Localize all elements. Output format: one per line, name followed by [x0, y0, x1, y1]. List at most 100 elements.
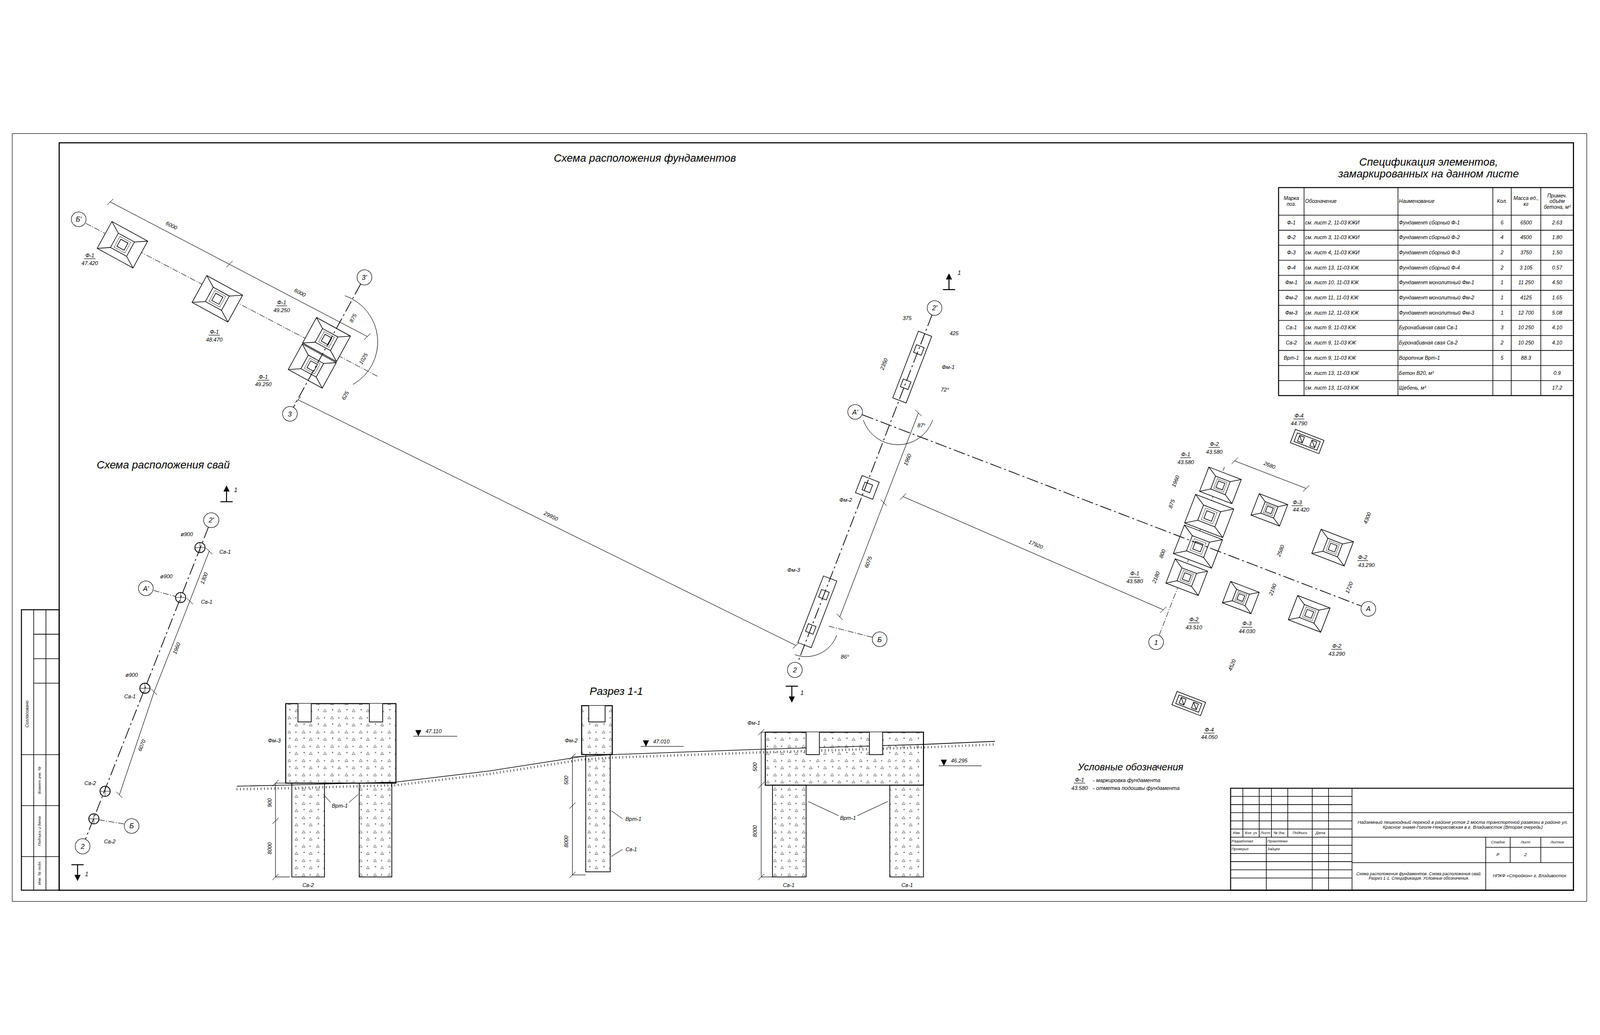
drawing-label: Ф-2 [1331, 643, 1343, 650]
axis-bubble: 3 [282, 406, 298, 422]
foundation-f3 [1250, 493, 1288, 526]
axis-line [862, 414, 1362, 606]
drawing-label: 500 [563, 775, 570, 786]
section-1-1 [585, 754, 611, 873]
axis-line [797, 315, 932, 664]
table-cell-text: Схема расположения фундаментов. Схема ра… [1351, 862, 1486, 891]
foundation-f3 [1222, 581, 1260, 614]
drawing-label: Ф-1 [275, 299, 288, 306]
drawing-label: 47.010 [651, 738, 671, 745]
table-cell-text: 0.9 [1540, 365, 1574, 381]
drawing-label: Фм-1 [940, 364, 956, 371]
drawing-label: 425 [948, 330, 960, 337]
section-1-1 [285, 703, 397, 784]
table-cell-text: см. лист 9, 11-03 КЖ [1303, 335, 1399, 351]
foundation-f2 [1165, 558, 1208, 596]
dimension-lines [1231, 457, 1310, 492]
axis-label: Б' [75, 215, 82, 223]
table-cell-text: 1 [1492, 290, 1511, 306]
drawing-label: 44.420 [1291, 506, 1311, 513]
drawing-label: 43.290 [1327, 650, 1347, 657]
drawing-label: 8000 [563, 834, 570, 849]
drawing-label: 900 [266, 797, 273, 808]
section-1-1 [291, 783, 325, 877]
drawing-label: Фм-2 [563, 737, 579, 744]
axis-bubble: Б [872, 631, 888, 648]
table-cell-text: Фундамент сборный Ф-1 [1398, 215, 1494, 231]
table-cell-text: Зайцев [1266, 845, 1313, 854]
table-cell-text: Ф-3 [1278, 245, 1304, 261]
table-cell-text: 2 [1492, 260, 1511, 276]
table-cell-text: 1.80 [1540, 230, 1574, 246]
foundations [97, 221, 1354, 717]
table-cell-text: Спецификация элементов, замаркированных … [1316, 150, 1541, 187]
dimension-lines [107, 199, 1310, 799]
drawing-label: Св-2 [83, 780, 97, 787]
axis-bubble: Б' [71, 211, 87, 227]
table-cell-text: 4.10 [1540, 335, 1574, 351]
spec-table-frame [1278, 187, 1574, 396]
section-1-1 [805, 732, 883, 755]
title-block-frame [1230, 788, 1574, 891]
drawing-label: Согласовано [25, 699, 30, 729]
foundation-f2 [1288, 595, 1330, 633]
drawing-label: Ф-3 [1241, 621, 1253, 628]
table-cell-text: 1.65 [1540, 290, 1574, 306]
section-1-1 [569, 753, 623, 879]
table-cell-text: 1.50 [1540, 245, 1574, 261]
table-cell-text: Фундамент монолитный Фм-3 [1398, 305, 1494, 321]
table-cell-text: 0.57 [1540, 260, 1574, 276]
drawing-label: Св-1 [200, 599, 214, 605]
table-cell-text: Фундамент монолитный Фм-2 [1398, 290, 1494, 306]
table-cell-text: Изм. [1230, 829, 1243, 838]
table-cell-text: 5 [1492, 350, 1511, 366]
drawing-label: Ф-1 [1180, 451, 1192, 458]
drawing-label: 375 [901, 315, 913, 322]
spec-table-grid [1278, 187, 1574, 396]
axis-lines [85, 223, 1225, 825]
foundation-f2 [1311, 529, 1354, 567]
axis-bubble: 2' [926, 300, 943, 316]
drawing-label: - маркировка фундамента [1091, 777, 1162, 784]
table-cell-text: Фм-2 [1278, 290, 1304, 306]
section-1-1 [765, 732, 924, 786]
drawing-label: 6070 [136, 738, 148, 754]
table-cell-text: Р [1485, 847, 1511, 863]
table-cell-text: см. лист 11, 11-03 КЖ [1303, 290, 1399, 306]
table-cell-text: НПКФ «Стройкон» г. Владивосток [1485, 862, 1574, 891]
drawing-label: Схема расположения свай [95, 459, 231, 472]
table-cell-text: Ф-4 [1278, 260, 1304, 276]
section-1-1 [413, 736, 458, 737]
axis-label: А' [143, 585, 150, 593]
axis-bubble: А' [138, 580, 154, 597]
table-cell-text: Ф-2 [1278, 230, 1304, 246]
drawing-label: 47.420 [80, 260, 100, 267]
drawing-label: 875 [348, 311, 359, 325]
drawing-label: 43.580 [1070, 785, 1090, 792]
drawing-label: 86° [839, 653, 850, 660]
table-cell-text: Кол. [1492, 187, 1511, 216]
section-1-1 [359, 783, 393, 877]
drawing-label: 46.295 [950, 757, 969, 764]
table-cell-text: Фм-1 [1278, 275, 1304, 291]
table-cell-text: Воротник Врт-1 [1398, 350, 1494, 366]
drawing-label: 875 [1166, 497, 1176, 510]
drawing-label: 2180 [1150, 569, 1162, 585]
table-cell-text: 1 [1492, 305, 1511, 321]
drawing-label: Фм-1 [746, 720, 762, 726]
axis-label: Б [129, 822, 134, 830]
table-cell-text: 2 [1510, 847, 1541, 863]
sheet-title: Схема расположения фундаментов [552, 151, 738, 164]
drawing-label: Ф-4 [1203, 726, 1215, 734]
drawing-label: 1720 [1343, 579, 1354, 596]
table-cell-text: 5.08 [1540, 305, 1574, 321]
section-1-1 [940, 759, 947, 766]
drawing-label: 1960 [171, 641, 182, 657]
drawing-label: 6000 [163, 219, 179, 232]
drawing-label: 72° [939, 386, 950, 393]
table-cell-text: см. лист 12, 11-03 КЖ [1303, 305, 1399, 321]
axis-bubble: А [1360, 601, 1376, 617]
axis-line [293, 284, 361, 408]
axis-label: 2 [80, 843, 85, 850]
table-cell-text: Листов [1540, 837, 1574, 848]
